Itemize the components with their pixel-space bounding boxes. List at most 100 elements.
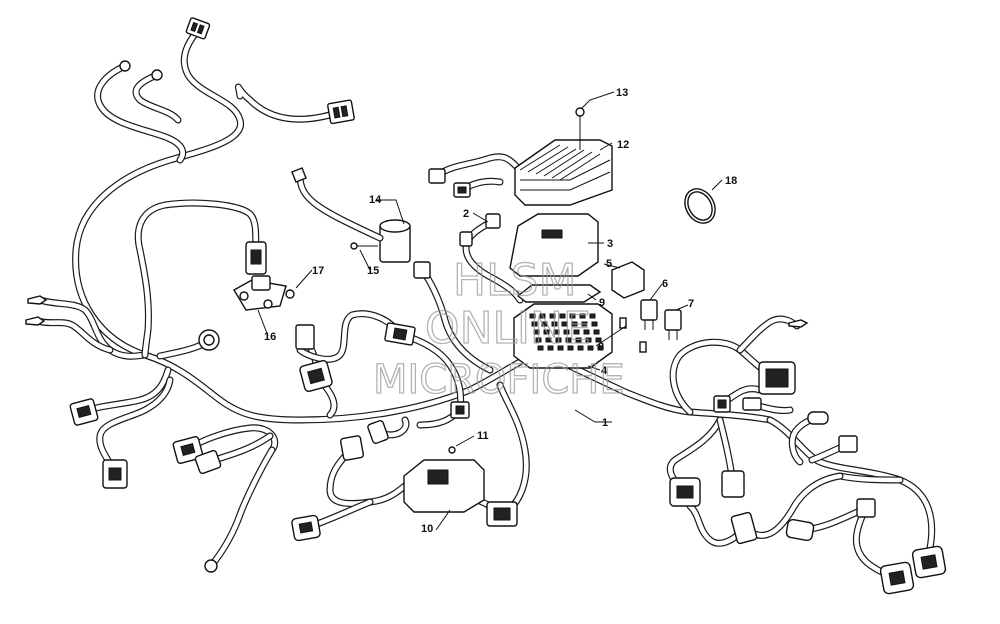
watermark-line-3: MICROFICHE — [373, 357, 625, 403]
fuse-slot — [595, 337, 602, 343]
harness-wire-fill — [297, 311, 403, 362]
fuse-slot — [533, 329, 540, 335]
harness-wire-fill — [81, 367, 171, 415]
harness-wire-fill — [236, 84, 343, 122]
fuse-slot — [549, 313, 556, 319]
fuse-slot — [579, 313, 586, 319]
fuse-8 — [619, 317, 647, 353]
connector-left-2 — [102, 459, 128, 489]
harness-wire-outline — [134, 199, 260, 359]
fuse-slot — [559, 313, 566, 319]
harness-wire-fill — [73, 25, 543, 423]
connector-mid-7 — [340, 435, 364, 461]
connector-right-3 — [742, 397, 762, 411]
connector-right-9 — [730, 511, 758, 545]
fuse-slot — [591, 321, 598, 327]
wire-harness — [34, 24, 936, 582]
fuse-slot — [563, 329, 570, 335]
connector-mid-2 — [194, 449, 222, 475]
harness-wire-fill — [95, 63, 185, 163]
harness-wire-fill — [434, 154, 521, 179]
connector-mid-3 — [245, 241, 267, 275]
fuse-slot — [589, 313, 596, 319]
ignition-coil — [291, 167, 411, 263]
harness-wire-fill — [737, 316, 800, 353]
voltage-regulator — [514, 107, 613, 206]
callout-17: 17 — [312, 265, 324, 277]
callout-11: 11 — [477, 430, 489, 442]
connector-mid-12 — [413, 261, 431, 279]
connector-mid-14 — [453, 182, 471, 198]
fuse-slot — [529, 313, 536, 319]
connector-mid-5 — [299, 360, 333, 392]
inline-fuse-holder — [459, 213, 501, 247]
callout-6: 6 — [662, 278, 668, 290]
fuse-slot — [569, 313, 576, 319]
harness-wire-fill — [670, 339, 780, 415]
connector-top-2 — [327, 99, 355, 125]
harness-wire-fill — [97, 377, 173, 477]
relay-small — [611, 261, 645, 299]
fuse-slot — [597, 345, 604, 351]
fuse-slot — [543, 329, 550, 335]
harness-wire-fill — [327, 445, 415, 506]
harness-wire-fill — [537, 349, 773, 423]
sensor-bracket — [233, 275, 287, 311]
screw-15 — [350, 242, 378, 250]
harness-wire-fill — [463, 218, 523, 303]
callout-8: 8 — [598, 341, 604, 353]
harness-wire-fill — [419, 267, 493, 373]
relay-7 — [664, 309, 682, 340]
connector-left-1 — [69, 398, 99, 426]
fuse-slot — [531, 321, 538, 327]
spade-terminals-left — [25, 295, 48, 326]
connector-left-3 — [198, 329, 220, 351]
nut-17 — [285, 289, 295, 299]
fuse-slot — [593, 329, 600, 335]
watermark-line-1: HLSM — [453, 255, 577, 306]
cable-tie — [684, 188, 716, 224]
fuse-slot — [561, 321, 568, 327]
callout-7: 7 — [688, 298, 694, 310]
connector-right-8 — [721, 470, 745, 498]
callout-14: 14 — [369, 194, 382, 206]
connector-mid-11 — [486, 501, 518, 527]
fuse-slot — [575, 337, 582, 343]
callout-15: 15 — [367, 265, 379, 277]
connector-mid-4 — [295, 324, 315, 350]
connector-right-6 — [838, 435, 858, 453]
connector-right-4 — [788, 319, 809, 328]
fuse-slot — [577, 345, 584, 351]
harness-wire-fill — [687, 503, 747, 546]
fuse-slot — [571, 321, 578, 327]
fuse-slot — [535, 337, 542, 343]
callout-18: 18 — [725, 175, 737, 187]
ring-terminal-1 — [119, 60, 218, 573]
fuse-slot — [545, 337, 552, 343]
harness-wire-fill — [208, 447, 275, 569]
connector-right-7 — [669, 477, 701, 507]
fuse-slot — [551, 321, 558, 327]
fuse-slot — [555, 337, 562, 343]
harness-wire-fill — [397, 331, 463, 413]
harness-wire-fill — [741, 473, 843, 538]
callout-16: 16 — [264, 331, 276, 343]
fuse-slot — [581, 321, 588, 327]
callout-4: 4 — [601, 365, 608, 377]
fuse-block — [513, 303, 613, 369]
callout-5: 5 — [606, 258, 612, 270]
watermark-line-2: ONLINE — [425, 303, 591, 354]
connector-mid-1 — [172, 435, 204, 465]
callout-12: 12 — [617, 139, 629, 151]
connector-group — [25, 17, 947, 595]
connector-mid-6 — [384, 322, 416, 346]
callout-3: 3 — [607, 238, 613, 250]
leader-lines — [257, 91, 723, 531]
relay-6 — [640, 299, 658, 330]
fuse-slot — [539, 313, 546, 319]
harness-wire-fill — [35, 318, 113, 353]
watermark: HLSM ONLINE MICROFICHE — [372, 254, 625, 403]
fuse-slot — [557, 345, 564, 351]
callout-9: 9 — [599, 297, 605, 309]
